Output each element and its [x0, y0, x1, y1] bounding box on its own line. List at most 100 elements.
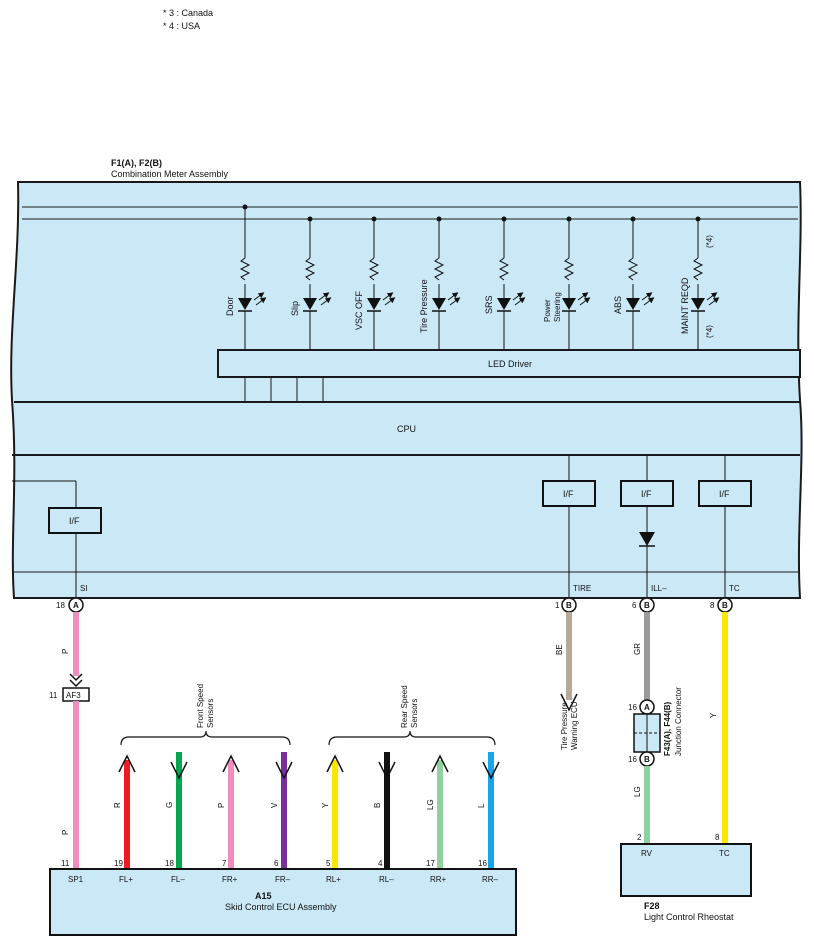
wire-color-rr-minus: L [477, 803, 486, 808]
ecu-code: A15 [255, 891, 272, 901]
indicator-label-srs: SRS [484, 295, 494, 314]
rheostat-rv: RV [641, 849, 653, 858]
pin-conn-si: A [73, 601, 79, 610]
pin-num-ill: 6 [632, 601, 637, 610]
wire-color-tire: BE [555, 644, 564, 655]
rheostat-tc: TC [719, 849, 730, 858]
led-driver-label: LED Driver [488, 359, 532, 369]
junction-conn-top: A [644, 703, 650, 712]
indicator-tire-pressure: Tire Pressure [419, 216, 461, 350]
ecu-pin-name-sp1: SP1 [68, 875, 84, 884]
cpu-label: CPU [397, 424, 416, 434]
ecu-pin-name-rl-plus: RL+ [326, 875, 341, 884]
wire-color-fr-plus: P [217, 803, 226, 808]
rheostat-pin-8: 8 [715, 833, 720, 842]
ecu-pin-num-fr-plus: 7 [222, 859, 227, 868]
led-driver-box [217, 349, 801, 378]
ecu-pin-name-fl-plus: FL+ [119, 875, 133, 884]
ecu-name: Skid Control ECU Assembly [225, 902, 337, 912]
wire-color-rl-plus: Y [321, 802, 330, 808]
wire-color-rr-plus: LG [426, 799, 435, 810]
wire-color-si-lower: P [61, 830, 70, 835]
indicator-vsc-off: VSC OFF [354, 216, 396, 350]
pin-name-si: SI [80, 584, 88, 593]
indicator-label-power-steering: PowerSteering [543, 292, 562, 322]
ecu-pin-name-rr-plus: RR+ [430, 875, 447, 884]
junction-conn-bottom: B [644, 755, 650, 764]
indicator-group: Door Slip VSC OFF [225, 204, 720, 350]
rheostat-name: Light Control Rheostat [644, 912, 734, 922]
af3-pin: 11 [49, 691, 58, 700]
ecu-pin-num-sp1: 11 [61, 859, 70, 868]
ecu-pin-name-fr-minus: FR– [275, 875, 291, 884]
rear-sensors-label: Rear SpeedSensors [400, 685, 419, 728]
diode-icon [639, 532, 655, 546]
indicator-srs: SRS [484, 216, 526, 350]
pin-conn-tire: B [566, 601, 572, 610]
meter-name: Combination Meter Assembly [111, 169, 229, 179]
junction-name: Junction Connector [674, 687, 683, 756]
maint-note-top: (*4) [705, 235, 714, 248]
ecu-pin-num-rl-minus: 4 [378, 859, 383, 868]
wire-color-si-upper: P [61, 649, 70, 654]
pin-num-tc: 8 [710, 601, 715, 610]
if-box-si [48, 507, 102, 534]
note-usa: * 4 : USA [163, 21, 200, 31]
indicator-label-door: Door [225, 296, 235, 316]
rheostat-pin-2: 2 [637, 833, 642, 842]
wire-color-tc: Y [709, 712, 718, 718]
indicator-power-steering: PowerSteering [543, 216, 591, 350]
ecu-pin-name-rr-minus: RR– [482, 875, 499, 884]
ecu-pin-num-fl-minus: 18 [165, 859, 174, 868]
pin-name-ill: ILL– [651, 584, 667, 593]
indicator-label-vsc-off: VSC OFF [354, 290, 364, 330]
ecu-pin-name-fl-minus: FL– [171, 875, 185, 884]
meter-panel [10, 181, 803, 599]
note-canada: * 3 : Canada [163, 8, 213, 18]
ecu-pin-name-rl-minus: RL– [379, 875, 394, 884]
if-label-ill: I/F [641, 489, 652, 499]
tire-ecu-label: Tire PressureWarning ECU [560, 701, 579, 750]
rheostat-box [620, 843, 752, 897]
sensor-wires: R G P V Y B LG L [113, 752, 500, 868]
rheostat-code: F28 [644, 901, 660, 911]
indicator-slip: Slip [290, 216, 332, 350]
front-sensors-label: Front SpeedSensors [196, 684, 215, 728]
junction-pin-bottom: 16 [628, 755, 637, 764]
wire-color-ill-lower: LG [633, 786, 642, 797]
ecu-pin-num-fl-plus: 19 [114, 859, 123, 868]
junction-code: F43(A), F44(B) [663, 701, 672, 756]
if-label-si: I/F [69, 516, 80, 526]
if-box-ill [620, 480, 674, 507]
indicator-label-abs: ABS [613, 296, 623, 314]
wire-color-rl-minus: B [373, 803, 382, 808]
ecu-pin-num-rr-minus: 16 [478, 859, 487, 868]
junction-pin-top: 16 [628, 703, 637, 712]
meter-code: F1(A), F2(B) [111, 158, 162, 168]
if-label-tire: I/F [563, 489, 574, 499]
wire-color-fl-plus: R [113, 802, 122, 808]
wire-color-fr-minus: V [270, 802, 279, 808]
indicator-label-slip: Slip [290, 301, 300, 316]
wire-color-ill: GR [633, 643, 642, 655]
if-label-tc: I/F [719, 489, 730, 499]
maint-note-bottom: (*4) [705, 325, 714, 338]
pin-name-tire: TIRE [573, 584, 591, 593]
indicator-door: Door [225, 204, 267, 350]
ecu-pins: 11 SP1 19 FL+ 18 FL– 7 FR+ 6 FR– 5 RL+ 4… [61, 859, 499, 884]
ecu-pin-num-rr-plus: 17 [426, 859, 435, 868]
pin-conn-tc: B [722, 601, 728, 610]
wire-color-fl-minus: G [165, 802, 174, 808]
pin-conn-ill: B [644, 601, 650, 610]
pin-num-tire: 1 [555, 601, 560, 610]
ecu-pin-num-rl-plus: 5 [326, 859, 331, 868]
ecu-pin-num-fr-minus: 6 [274, 859, 279, 868]
pin-num-si: 18 [56, 601, 65, 610]
if-box-tire [542, 480, 596, 507]
indicator-maint-reqd: MAINT REQD (*4) (*4) [680, 216, 720, 350]
ecu-box [49, 868, 517, 936]
indicator-abs: ABS [613, 216, 655, 350]
af3-name: AF3 [66, 691, 81, 700]
indicator-label-tire-pressure: Tire Pressure [419, 279, 429, 333]
